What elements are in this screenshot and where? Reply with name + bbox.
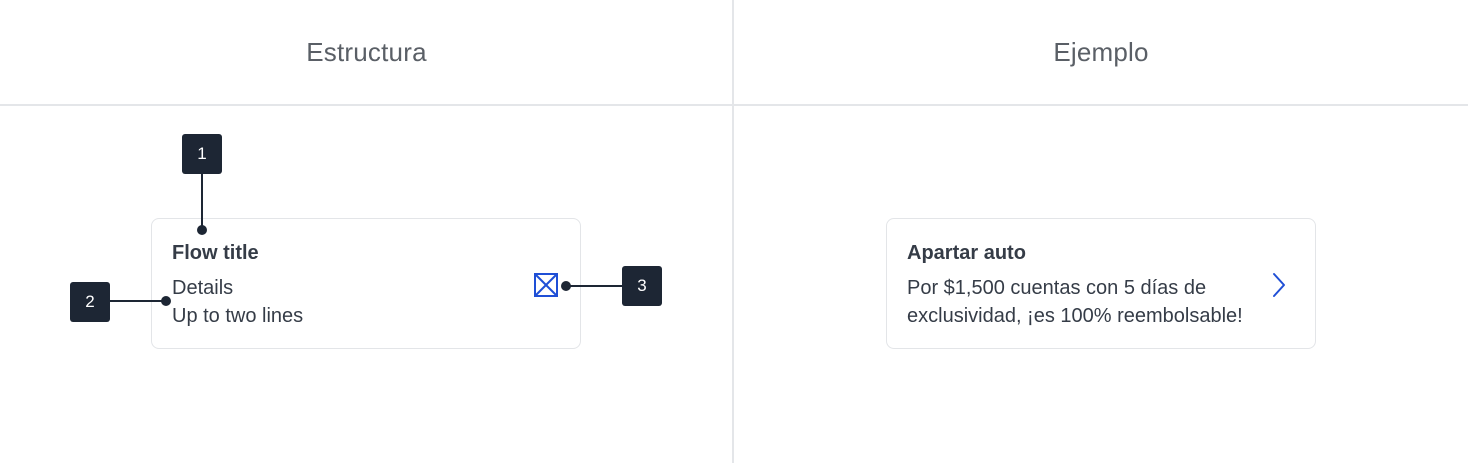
example-details-line-2: exclusividad, ¡es 100% reembolsable! bbox=[907, 305, 1243, 327]
column-divider bbox=[732, 0, 734, 463]
structure-details-line-2: Up to two lines bbox=[172, 305, 304, 327]
example-details-line-1: Por $1,500 cuentas con 5 días de bbox=[907, 277, 1207, 299]
example-flow-card[interactable]: Apartar auto Por $1,500 cuentas con 5 dí… bbox=[886, 218, 1316, 349]
annotation-marker-1: 1 bbox=[182, 134, 222, 174]
chevron-right-icon bbox=[1273, 273, 1285, 297]
structure-card-details: Details Up to two lines bbox=[172, 274, 303, 330]
structure-flow-card: Flow title Details Up to two lines bbox=[151, 218, 581, 349]
placeholder-icon bbox=[534, 273, 558, 297]
marker-2-anchor-dot bbox=[161, 296, 171, 306]
marker-3-leader-line bbox=[566, 285, 622, 287]
structure-column-header: Estructura bbox=[306, 36, 427, 67]
structure-details-line-1: Details bbox=[172, 277, 234, 299]
example-column-header: Ejemplo bbox=[1053, 36, 1149, 67]
annotation-marker-2: 2 bbox=[70, 282, 110, 322]
example-card-title: Apartar auto bbox=[907, 242, 1026, 264]
marker-1-anchor-dot bbox=[197, 225, 207, 235]
header-divider bbox=[0, 104, 1468, 106]
marker-1-leader-line bbox=[201, 174, 203, 230]
marker-2-leader-line bbox=[110, 300, 166, 302]
annotation-marker-3: 3 bbox=[622, 266, 662, 306]
example-card-details: Por $1,500 cuentas con 5 días de exclusi… bbox=[907, 274, 1243, 330]
marker-3-anchor-dot bbox=[561, 281, 571, 291]
structure-card-title: Flow title bbox=[172, 242, 259, 264]
